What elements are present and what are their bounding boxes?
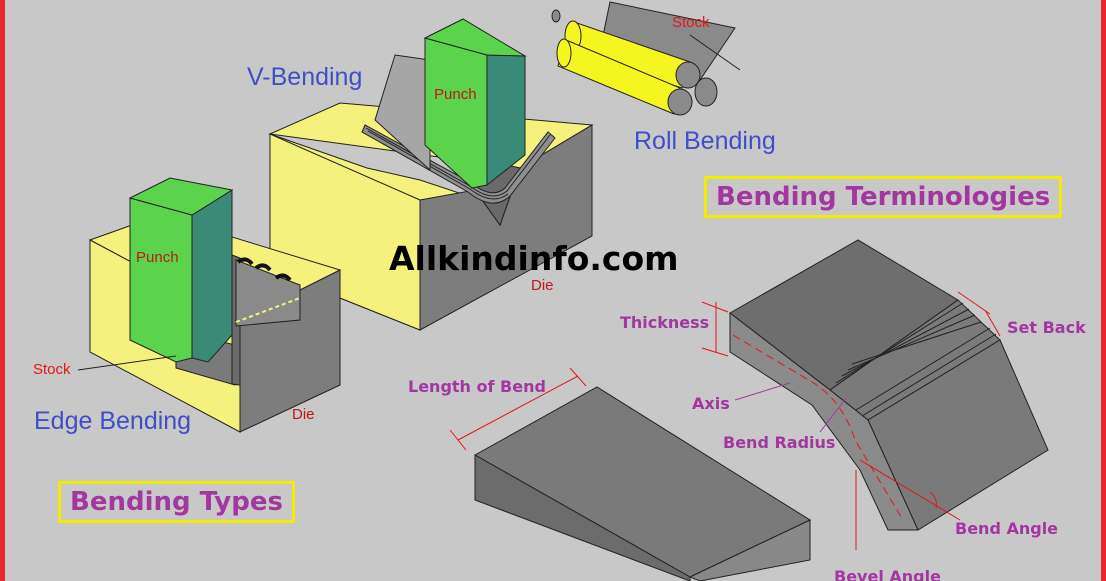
- v-punch-top: [423, 18, 527, 57]
- thickness-tick-top: [701, 301, 729, 313]
- edge-punch-side: [191, 189, 233, 363]
- length-of-bend-label: Length of Bend: [408, 377, 546, 396]
- bend-angle-arc: [929, 491, 937, 509]
- stock-leader: [77, 355, 177, 371]
- roll-bending-drawing: [551, 1, 741, 116]
- bent-part-drawing: [701, 239, 1049, 550]
- v-punch-back-plate: [374, 54, 431, 172]
- edge-punch-front: [129, 197, 193, 363]
- roll-bending-label: Roll Bending: [634, 127, 776, 155]
- roll-stock-label: Stock: [672, 14, 710, 31]
- v-punch-label: Punch: [434, 86, 477, 103]
- bend-angle-label: Bend Angle: [955, 519, 1059, 538]
- flat-sheet-drawing: [449, 367, 812, 581]
- bending-types-title: Bending Types: [58, 481, 295, 523]
- flat-sheet-front: [474, 454, 691, 581]
- edge-bending-label: Edge Bending: [34, 407, 192, 435]
- flat-sheet-side: [688, 519, 811, 581]
- edge-die-dashed: [235, 297, 301, 323]
- lower-roll: [556, 38, 693, 116]
- roll-axle: [551, 9, 561, 23]
- edge-punch-label: Punch: [136, 249, 179, 266]
- bent-front-edge: [729, 311, 919, 531]
- right-border: [1101, 0, 1106, 581]
- v-die-label: Die: [531, 277, 554, 294]
- watermark: Allkindinfo.com: [389, 239, 679, 278]
- setback-tick: [984, 309, 1001, 337]
- v-stock-sheet: [361, 124, 556, 204]
- left-border: [0, 0, 5, 581]
- length-dim-line: [457, 375, 579, 441]
- bend-radius-label: Bend Radius: [723, 433, 836, 452]
- edge-bending-drawing: [77, 177, 342, 433]
- roll-stock-leader: [689, 34, 741, 71]
- neutral-axis-dashed: [732, 334, 904, 521]
- edge-die-label: Die: [292, 406, 315, 423]
- bend-angle-line: [859, 459, 961, 521]
- thickness-tick-bottom: [701, 347, 729, 357]
- axis-leader: [734, 382, 791, 401]
- bevel-angle-label: Bevel Angle: [834, 567, 941, 581]
- length-tick-left: [449, 429, 467, 451]
- v-bending-drawing: [268, 18, 594, 331]
- axis-label: Axis: [692, 394, 730, 413]
- length-tick-right: [569, 367, 587, 387]
- edge-clamp-bolts: [236, 257, 292, 282]
- bend-radius-leader: [819, 397, 847, 433]
- edge-stock-label: Stock: [33, 361, 71, 378]
- bend-lines: [835, 302, 997, 417]
- edge-punch-top: [128, 177, 234, 216]
- side-roll: [694, 77, 718, 107]
- upper-roll: [564, 20, 701, 89]
- thickness-label: Thickness: [620, 313, 710, 332]
- bending-terminologies-title: Bending Terminologies: [704, 176, 1063, 218]
- set-back-label: Set Back: [1007, 318, 1086, 337]
- v-bending-label: V-Bending: [247, 63, 363, 91]
